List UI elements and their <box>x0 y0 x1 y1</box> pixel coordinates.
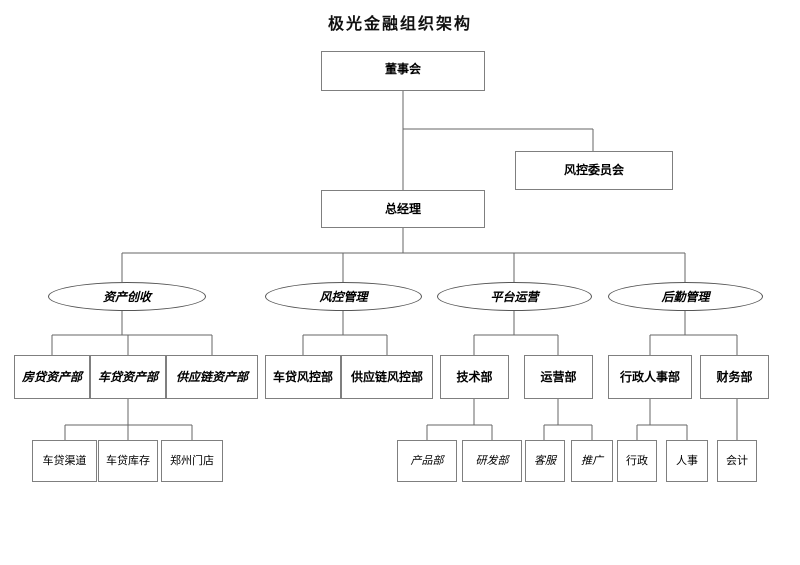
node-sub-research-development[interactable]: 研发部 <box>462 440 522 482</box>
node-label: 车贷库存 <box>106 454 150 468</box>
node-sub-administration[interactable]: 行政 <box>617 440 657 482</box>
node-label: 行政 <box>626 454 648 468</box>
node-general-manager[interactable]: 总经理 <box>321 190 485 228</box>
node-label: 运营部 <box>540 369 577 384</box>
node-division-asset-revenue[interactable]: 资产创收 <box>48 282 206 311</box>
node-division-platform-operations[interactable]: 平台运营 <box>437 282 592 311</box>
node-risk-control-committee[interactable]: 风控委员会 <box>515 151 673 190</box>
node-label: 郑州门店 <box>170 454 214 468</box>
node-label: 行政人事部 <box>619 369 680 384</box>
node-label: 供应链资产部 <box>175 369 248 384</box>
node-label: 会计 <box>726 454 748 468</box>
node-sub-auto-loan-channel[interactable]: 车贷渠道 <box>32 440 97 482</box>
node-label: 产品部 <box>410 454 444 468</box>
node-label: 车贷风控部 <box>272 369 333 384</box>
node-sub-auto-loan-inventory[interactable]: 车贷库存 <box>98 440 158 482</box>
node-dept-auto-loan-risk-control[interactable]: 车贷风控部 <box>265 355 341 399</box>
node-dept-operations[interactable]: 运营部 <box>524 355 593 399</box>
page-title: 极光金融组织架构 <box>327 14 472 33</box>
node-sub-zhengzhou-store[interactable]: 郑州门店 <box>161 440 223 482</box>
node-label: 后勤管理 <box>661 290 710 304</box>
node-sub-customer-service[interactable]: 客服 <box>525 440 565 482</box>
node-label: 风控管理 <box>319 290 368 304</box>
node-label: 房贷资产部 <box>21 369 82 384</box>
node-sub-human-resources[interactable]: 人事 <box>666 440 708 482</box>
node-sub-accounting[interactable]: 会计 <box>717 440 757 482</box>
node-label: 技术部 <box>456 369 493 384</box>
node-label: 供应链风控部 <box>350 369 423 384</box>
node-dept-finance[interactable]: 财务部 <box>700 355 769 399</box>
node-label: 研发部 <box>475 454 509 468</box>
node-label: 总经理 <box>384 201 421 216</box>
node-board-of-directors[interactable]: 董事会 <box>321 51 485 91</box>
node-label: 车贷资产部 <box>97 369 158 384</box>
node-label: 董事会 <box>384 62 421 76</box>
node-dept-technology[interactable]: 技术部 <box>440 355 509 399</box>
node-label: 平台运营 <box>490 290 539 304</box>
node-dept-admin-hr[interactable]: 行政人事部 <box>608 355 692 399</box>
node-dept-supply-chain-assets[interactable]: 供应链资产部 <box>166 355 258 399</box>
node-label: 财务部 <box>716 369 753 384</box>
node-label: 车贷渠道 <box>42 454 87 468</box>
node-dept-auto-loan-assets[interactable]: 车贷资产部 <box>90 355 166 399</box>
node-label: 客服 <box>534 454 556 468</box>
node-sub-product[interactable]: 产品部 <box>397 440 457 482</box>
node-dept-mortgage-assets[interactable]: 房贷资产部 <box>14 355 90 399</box>
node-division-risk-management[interactable]: 风控管理 <box>265 282 422 311</box>
node-label: 风控委员会 <box>563 163 624 178</box>
node-sub-promotion[interactable]: 推广 <box>571 440 613 482</box>
node-division-logistics-management[interactable]: 后勤管理 <box>608 282 763 311</box>
node-label: 推广 <box>581 454 603 468</box>
node-label: 资产创收 <box>102 290 151 304</box>
node-dept-supply-chain-risk-control[interactable]: 供应链风控部 <box>341 355 433 399</box>
node-label: 人事 <box>676 454 698 468</box>
